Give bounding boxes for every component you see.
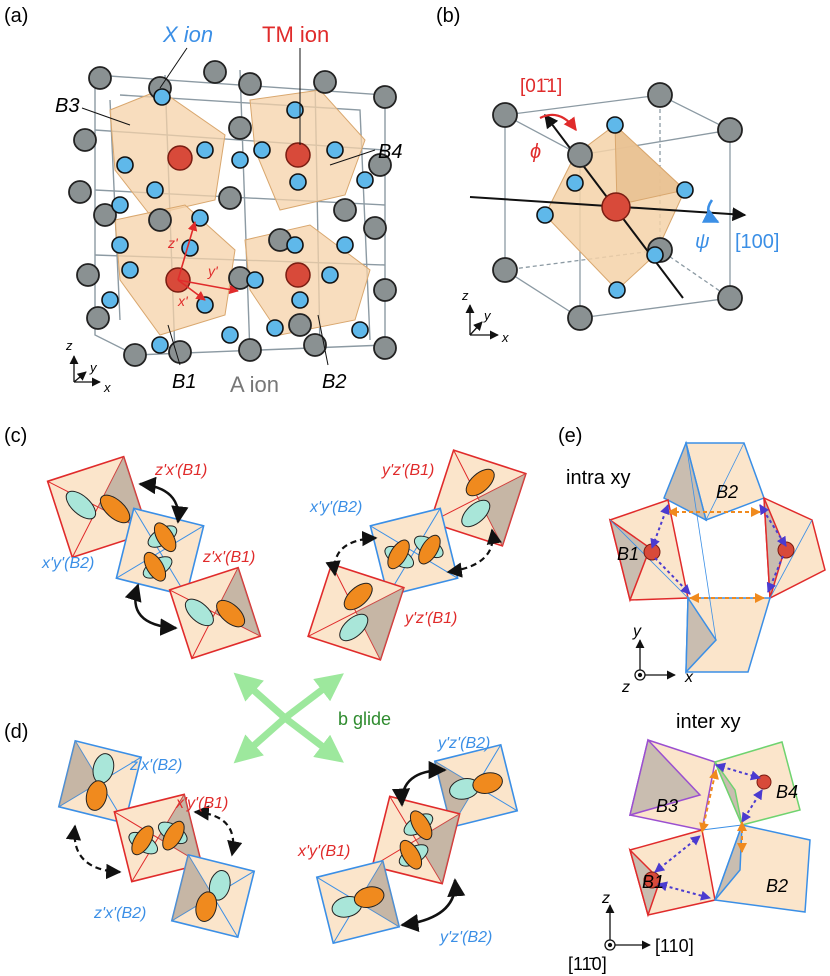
intra-label: intra xy [566, 467, 630, 489]
d-orb-4: y'z'(B2) [437, 735, 490, 752]
inter-label: inter xy [676, 711, 740, 733]
local-y-label: y' [207, 263, 219, 279]
leader-lines [81, 47, 376, 366]
c-orb-1: z'x'(B1) [154, 462, 207, 479]
d-octa-1 [57, 739, 143, 825]
c-orb-2: x'y'(B2) [41, 555, 94, 572]
tm-ion-e2 [777, 541, 795, 559]
c-right-chain [307, 449, 527, 661]
panel-e: (e) intra xy B2 B1 [558, 425, 826, 974]
dir-1m10-label: [11̄0] [568, 954, 607, 974]
d-octa-6 [315, 859, 401, 945]
tm-ion-b1 [643, 871, 661, 889]
c-orb-4: y'z'(B1) [381, 462, 434, 479]
axis-y-e: y [632, 623, 642, 640]
d-orb-6: y'z'(B2) [439, 929, 492, 946]
dir-100-label: [100] [735, 231, 779, 253]
d-right-chain [315, 743, 519, 945]
c-orb-5: x'y'(B2) [309, 499, 362, 516]
axis-y-a: y [89, 360, 98, 375]
axis-z2-e: z [601, 890, 610, 907]
panel-e-label: (e) [558, 425, 582, 447]
b-glide-arrows [233, 672, 344, 764]
axis-z-e: z [621, 679, 630, 696]
panel-a: (a) X ion TM ion [4, 5, 402, 397]
local-z-label: z' [167, 235, 179, 251]
c-octa-2 [115, 507, 205, 597]
octahedra-a [109, 89, 371, 336]
panel-a-label: (a) [4, 5, 28, 27]
c-octa-3 [168, 566, 262, 660]
axes-e1 [634, 639, 676, 681]
panel-b-label: (b) [436, 5, 460, 27]
a-ions-b [492, 82, 743, 331]
axis-y-b: y [483, 308, 492, 323]
b2-label-intra: B2 [716, 482, 738, 502]
b1-label-inter: B1 [642, 872, 664, 892]
tm-ion-label: TM ion [262, 22, 329, 47]
a-ion-label: A ion [230, 372, 279, 397]
x-ion-label: X ion [162, 22, 213, 47]
b4-label-a: B4 [378, 141, 402, 163]
b3-label-a: B3 [55, 95, 79, 117]
phi-label: ϕ [530, 141, 541, 163]
x-ions-b [536, 116, 694, 299]
c-octa-4 [429, 449, 527, 547]
axis-x-e: x [684, 669, 694, 686]
c-left-chain [46, 455, 262, 660]
dir-110-label: [110] [655, 936, 694, 956]
b1-label-a: B1 [172, 371, 196, 393]
panel-b: (b) [01̄1] ϕ ψ [100] [436, 5, 779, 345]
axes-a [69, 355, 101, 387]
intra-xy-tiles [608, 440, 826, 674]
hopping-arrows-intra [650, 504, 787, 603]
d-orb-3: z'x'(B2) [93, 905, 146, 922]
local-x-label: x' [177, 293, 189, 309]
d-orb-2: x'y'(B1) [175, 795, 228, 812]
phi-rotation-arrow [539, 113, 577, 132]
b-glide-label: b glide [338, 709, 391, 729]
c-octa-6 [307, 563, 405, 661]
panel-d-label: (d) [4, 721, 28, 743]
local-axes [177, 221, 239, 301]
axis-x-b: x [501, 330, 509, 345]
hopping-arrows-inter [654, 762, 763, 901]
b1-label-intra: B1 [617, 544, 639, 564]
psi-label: ψ [695, 231, 710, 253]
panel-c-label: (c) [4, 425, 27, 447]
d-orb-5: x'y'(B1) [297, 843, 350, 860]
b2-label-inter: B2 [766, 876, 788, 896]
b4-label-inter: B4 [776, 782, 798, 802]
c-orb-3: z'x'(B1) [202, 549, 255, 566]
c-orb-6: y'z'(B1) [404, 610, 457, 627]
axes-e2 [604, 904, 651, 951]
axis-z-a: z [65, 338, 73, 353]
panel-d: (d) [4, 721, 519, 946]
b3-label-inter: B3 [656, 796, 678, 816]
tm-ion-b [601, 192, 631, 222]
d-orb-1: z'x'(B2) [129, 757, 182, 774]
psi-rotation-arrow [701, 199, 720, 224]
d-octa-2 [113, 793, 203, 883]
d-left-chain [57, 739, 256, 939]
b2-label-a: B2 [322, 371, 346, 393]
c-octa-5 [369, 507, 459, 597]
axis-z-b: z [461, 288, 469, 303]
panel-c: (c) [4, 425, 527, 661]
x-ions [101, 88, 374, 354]
tm-ions [165, 142, 311, 293]
d-octa-5 [371, 795, 461, 885]
dir-011-label: [01̄1] [520, 76, 562, 97]
axis-x-a: x [103, 380, 111, 395]
d-octa-3 [170, 853, 256, 939]
axes-b [465, 304, 499, 340]
